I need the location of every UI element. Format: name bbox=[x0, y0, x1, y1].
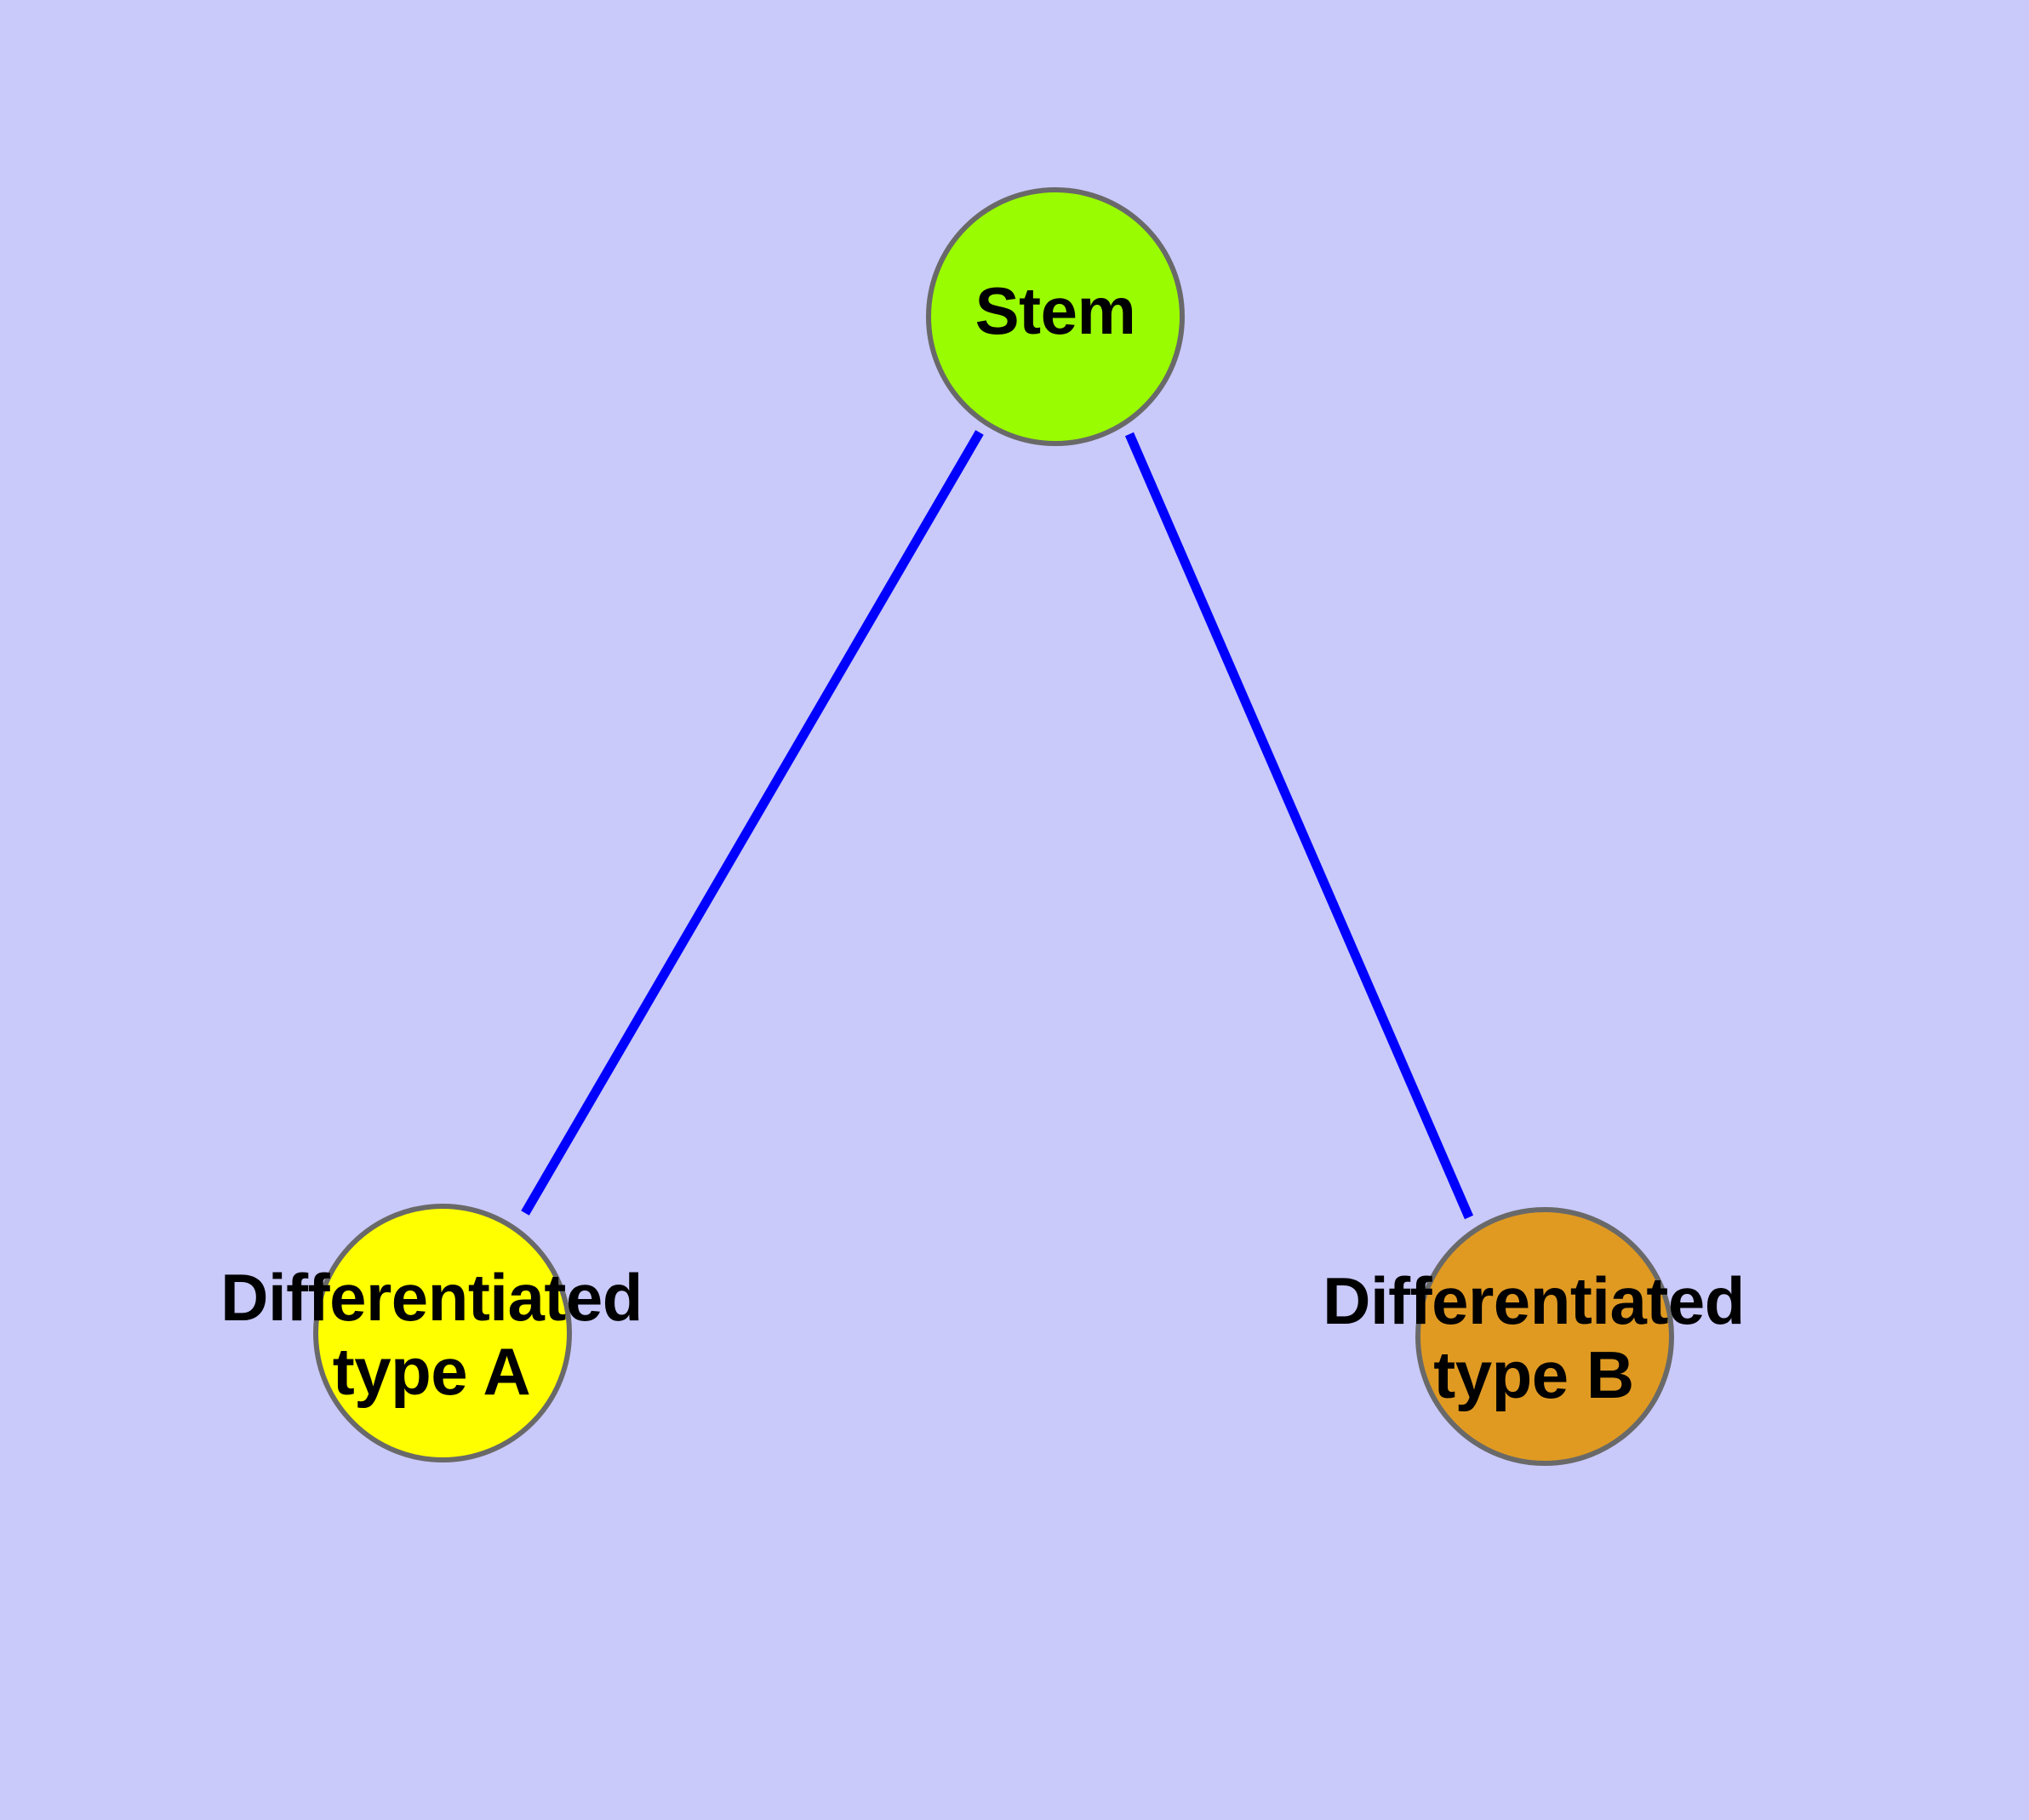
node-differentiated-type-a[interactable] bbox=[313, 1204, 572, 1462]
node-label-stem: Stem bbox=[974, 273, 1136, 348]
node-label-differentiated-type-b: Differentiated type B bbox=[1323, 1263, 1745, 1413]
node-stem[interactable] bbox=[926, 187, 1185, 446]
node-label-differentiated-type-a: Differentiated type A bbox=[220, 1260, 643, 1410]
node-differentiated-type-b[interactable] bbox=[1415, 1207, 1674, 1466]
edge-stem-to-type-b[interactable] bbox=[1124, 432, 1474, 1220]
edge-stem-to-type-a[interactable] bbox=[521, 430, 984, 1216]
